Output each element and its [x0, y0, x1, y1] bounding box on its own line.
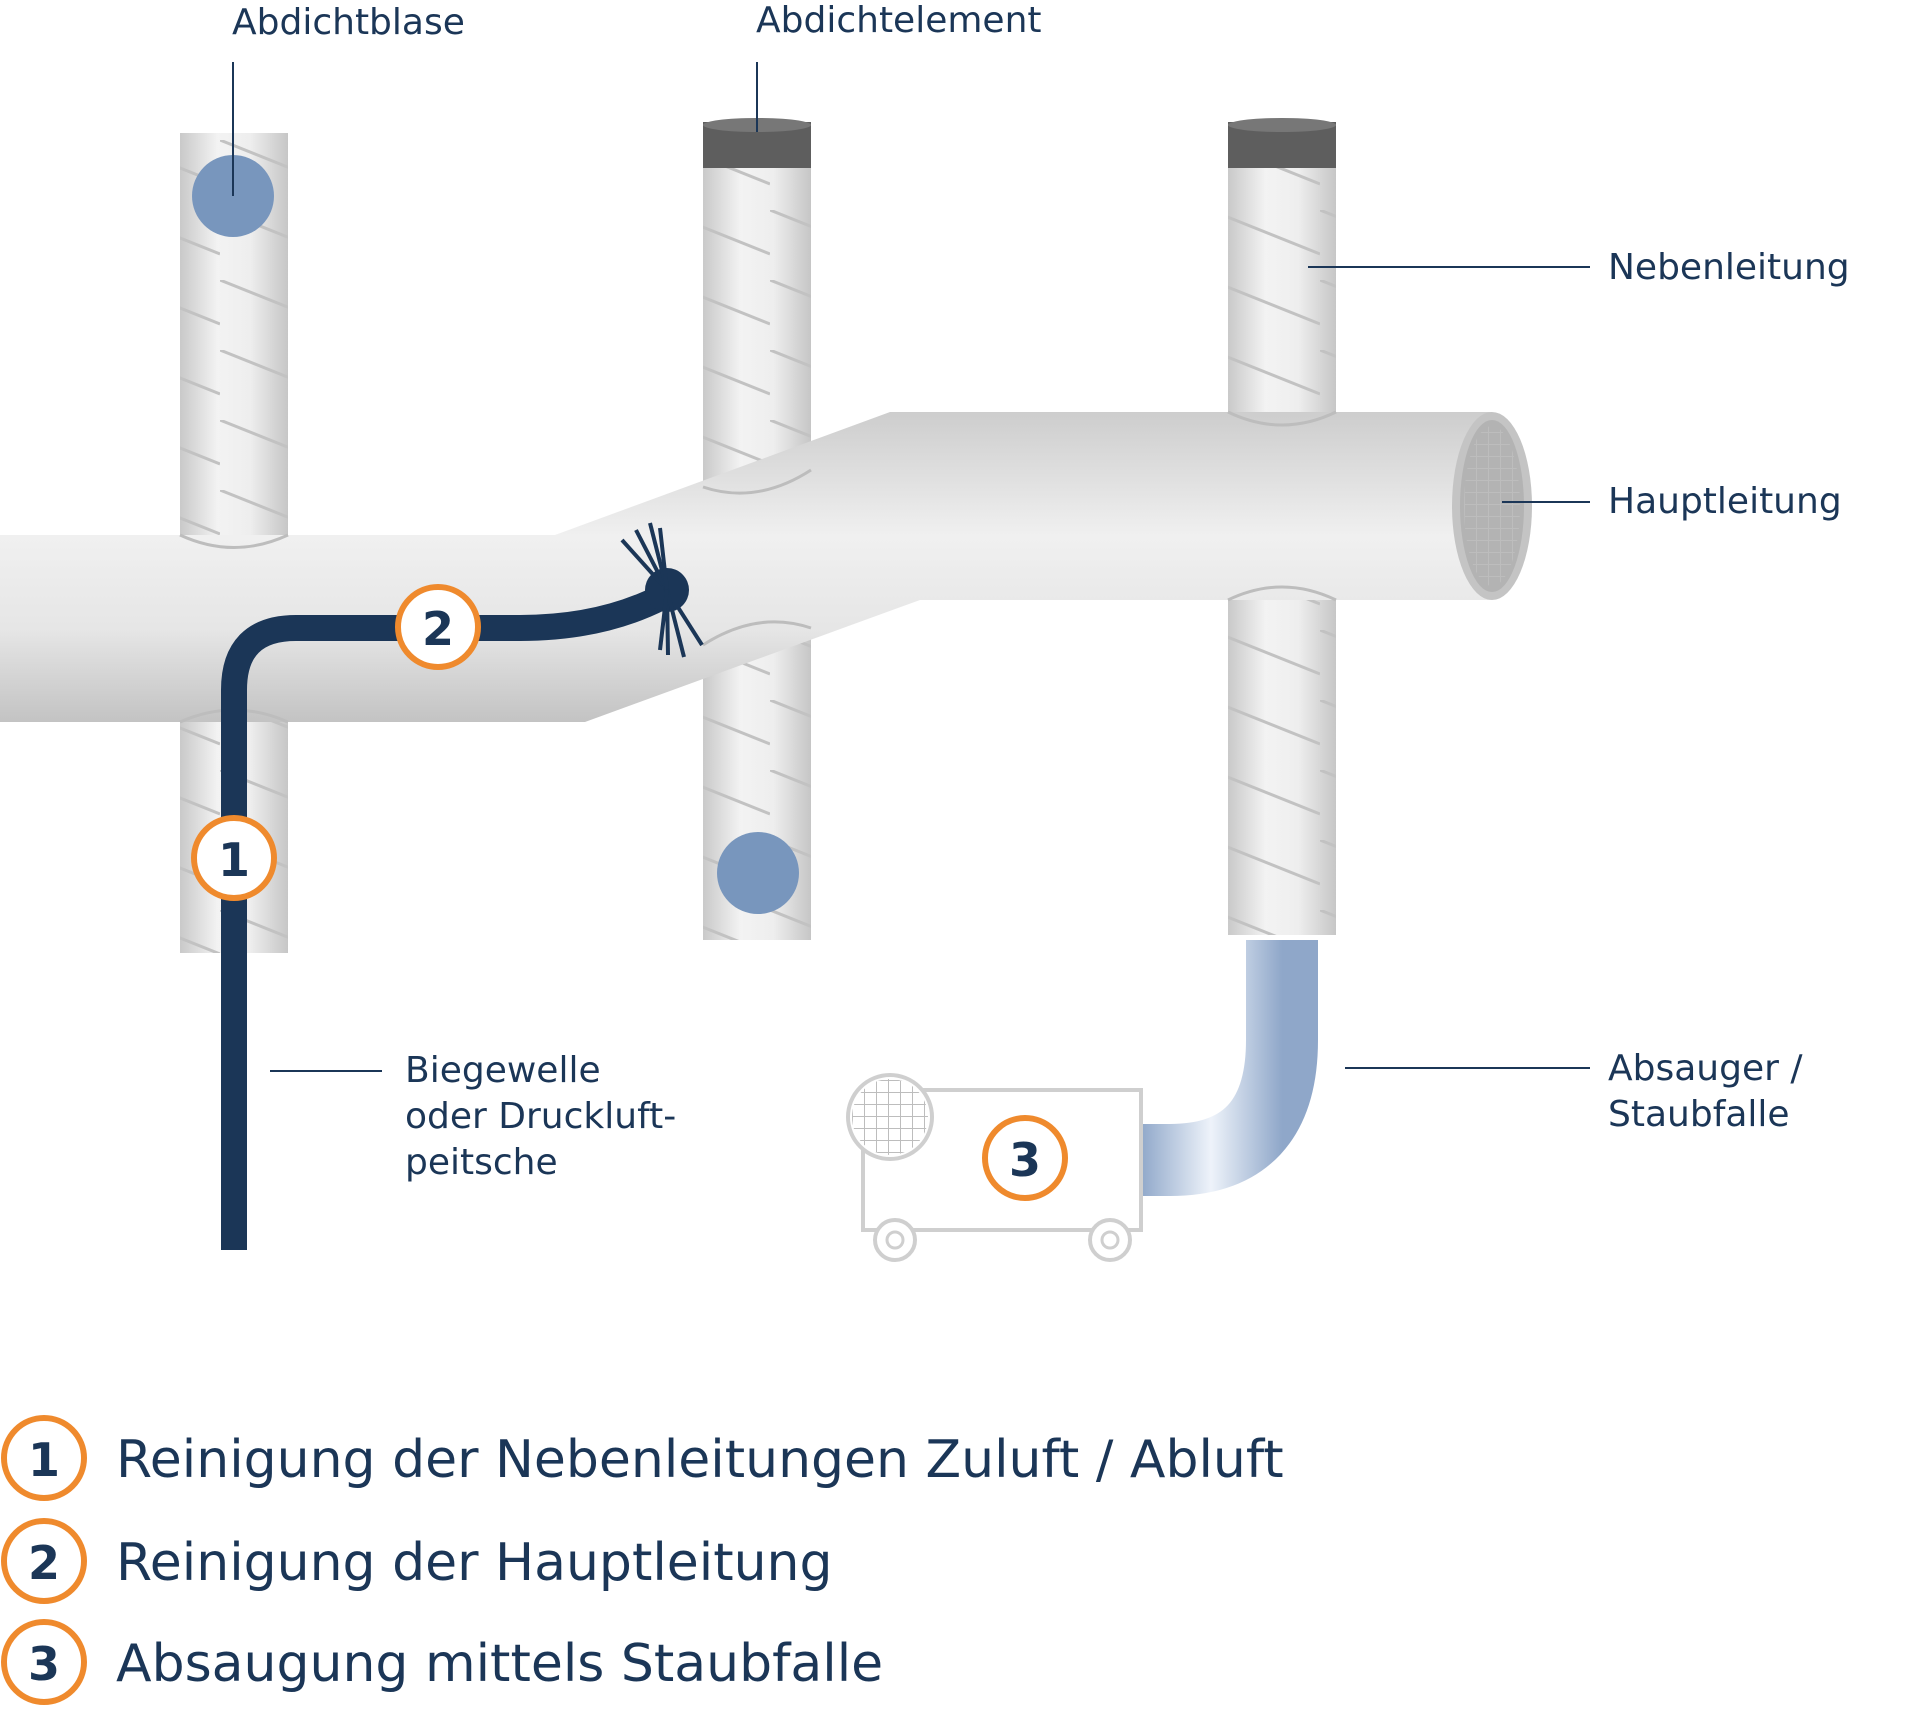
svg-text:Absaugung mittels Staubfalle: Absaugung mittels Staubfalle — [116, 1634, 883, 1694]
svg-text:2: 2 — [422, 602, 454, 656]
svg-text:1: 1 — [218, 833, 250, 887]
label-biegewelle-line3: peitsche — [405, 1142, 558, 1183]
svg-text:2: 2 — [28, 1536, 60, 1590]
cleaning-brush-head — [620, 522, 704, 658]
branch-pipe-middle-upper — [703, 135, 811, 495]
svg-text:Reinigung der Hauptleitung: Reinigung der Hauptleitung — [116, 1533, 833, 1593]
label-biegewelle-line1: Biegewelle — [405, 1050, 601, 1091]
marker-3: 3 — [982, 1115, 1068, 1201]
svg-text:3: 3 — [28, 1637, 60, 1691]
marker-2: 2 — [395, 584, 481, 670]
label-absauger-line1: Absauger / — [1608, 1048, 1803, 1089]
suction-hose — [1140, 940, 1318, 1196]
main-duct — [0, 412, 1492, 722]
label-nebenleitung: Nebenleitung — [1608, 247, 1850, 288]
label-abdichtelement: Abdichtelement — [756, 0, 1042, 41]
label-abdichtblase: Abdichtblase — [232, 2, 465, 43]
label-hauptleitung: Hauptleitung — [1608, 481, 1842, 522]
svg-text:3: 3 — [1009, 1133, 1041, 1187]
flexible-shaft — [221, 586, 666, 1250]
seal-element-right — [1228, 118, 1336, 168]
legend: 1 Reinigung der Nebenleitungen Zuluft / … — [1, 1415, 1284, 1705]
sealing-bladder-bottom-middle — [717, 832, 799, 914]
legend-item-2: 2 Reinigung der Hauptleitung — [1, 1518, 833, 1604]
legend-item-1: 1 Reinigung der Nebenleitungen Zuluft / … — [1, 1415, 1284, 1501]
svg-text:Reinigung der Nebenleitungen Z: Reinigung der Nebenleitungen Zuluft / Ab… — [116, 1430, 1284, 1490]
marker-1: 1 — [191, 815, 277, 901]
main-duct-opening — [1452, 412, 1532, 600]
legend-item-3: 3 Absaugung mittels Staubfalle — [1, 1619, 883, 1705]
label-biegewelle-line2: oder Druckluft- — [405, 1096, 676, 1137]
label-absauger-line2: Staubfalle — [1608, 1094, 1790, 1135]
svg-text:1: 1 — [28, 1433, 60, 1487]
